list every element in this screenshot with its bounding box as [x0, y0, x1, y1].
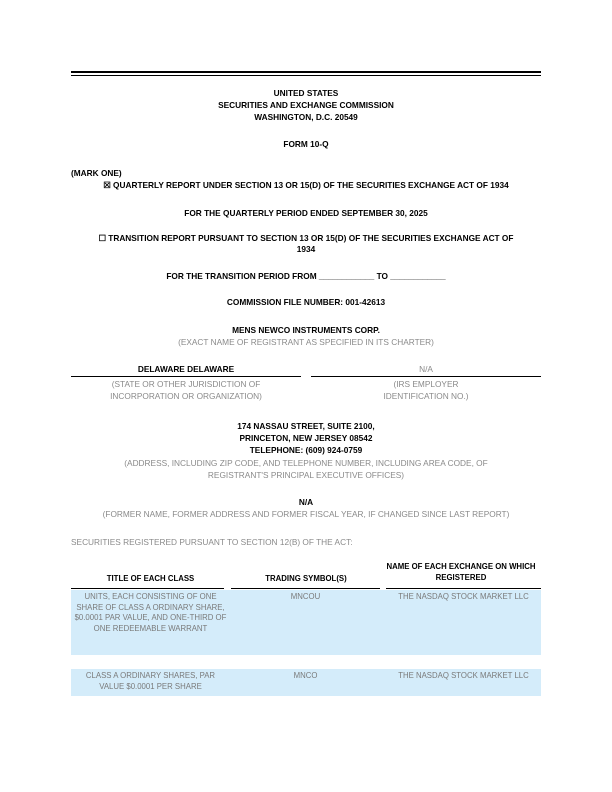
commission-file-number: COMMISSION FILE NUMBER: 001-42613	[226, 297, 386, 307]
header-rule-symbol	[231, 588, 380, 590]
registrant-name-caption: (EXACT NAME OF REGISTRANT AS SPECIFIED I…	[178, 337, 434, 347]
quarterly-report-line: ☒ QUARTERLY REPORT UNDER SECTION 13 OR 1…	[103, 180, 509, 190]
section-12b-intro: SECURITIES REGISTERED PURSUANT TO SECTIO…	[71, 537, 353, 547]
registrant-name: MENS NEWCO INSTRUMENTS CORP.	[232, 325, 380, 335]
irs-caption-line2: IDENTIFICATION NO.)	[383, 391, 469, 401]
address-caption-line1: (ADDRESS, INCLUDING ZIP CODE, AND TELEPH…	[124, 458, 488, 468]
row2-title: CLASS A ORDINARY SHARES, PAR VALUE $0.00…	[85, 671, 216, 691]
header-rule-title	[71, 588, 224, 590]
former-name-caption: (FORMER NAME, FORMER ADDRESS AND FORMER …	[102, 509, 510, 519]
form-type: FORM 10-Q	[283, 139, 329, 149]
city-heading: WASHINGTON, D.C. 20549	[254, 112, 358, 122]
table-row	[71, 590, 541, 655]
column-header-exchange: NAME OF EACH EXCHANGE ON WHICH REGISTERE…	[386, 562, 536, 582]
state-caption-line1: (STATE OR OTHER JURISDICTION OF	[111, 379, 261, 389]
commission-heading: SECURITIES AND EXCHANGE COMMISSION	[218, 100, 394, 110]
row2-symbol: MNCO	[293, 671, 318, 680]
column-header-symbol: TRADING SYMBOL(S)	[265, 574, 347, 583]
column-header-title: TITLE OF EACH CLASS	[106, 574, 195, 583]
state-caption-line2: INCORPORATION OR ORGANIZATION)	[110, 391, 262, 401]
row1-exchange: THE NASDAQ STOCK MARKET LLC	[398, 592, 529, 601]
top-rule-thin	[71, 75, 541, 76]
table-row	[71, 669, 541, 696]
header-rule-exchange	[386, 588, 541, 590]
state-of-incorporation-value: DELAWARE DELAWARE	[137, 364, 235, 374]
row2-exchange: THE NASDAQ STOCK MARKET LLC	[398, 671, 529, 680]
top-rule-thick	[71, 71, 541, 73]
state-signature-rule	[71, 376, 301, 377]
transition-period-line: FOR THE TRANSITION PERIOD FROM _________…	[166, 271, 446, 281]
irs-number-value: N/A	[419, 364, 433, 374]
address-caption-line2: REGISTRANT'S PRINCIPAL EXECUTIVE OFFICES…	[207, 470, 405, 480]
irs-signature-rule	[311, 376, 541, 377]
row1-symbol: MNCOU	[290, 592, 321, 601]
address-line1: 174 NASSAU STREET, SUITE 2100,	[237, 421, 375, 431]
telephone-number: TELEPHONE: (609) 924-0759	[249, 445, 363, 455]
transition-report-line: ☐ TRANSITION REPORT PURSUANT TO SECTION …	[98, 233, 514, 243]
row1-title: UNITS, EACH CONSISTING OF ONE SHARE OF C…	[74, 592, 227, 633]
address-line2: PRINCETON, NEW JERSEY 08542	[239, 433, 373, 443]
agency-heading: UNITED STATES	[273, 88, 339, 98]
mark-one-label: (MARK ONE)	[71, 168, 122, 178]
irs-caption-line1: (IRS EMPLOYER	[393, 379, 459, 389]
former-name-value: N/A	[298, 497, 314, 507]
transition-report-line-end: 1934	[296, 244, 316, 254]
quarterly-period-line: FOR THE QUARTERLY PERIOD ENDED SEPTEMBER…	[184, 208, 428, 218]
